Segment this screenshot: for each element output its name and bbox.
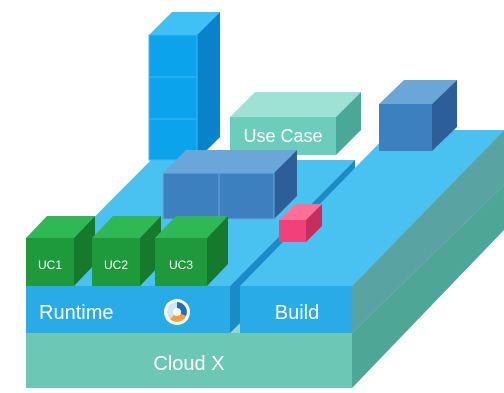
tall-cube-stack <box>148 12 220 161</box>
use-case-right-face <box>336 92 361 155</box>
use-case-box: Use Case <box>230 92 361 155</box>
build-cube-right-face <box>432 80 457 151</box>
build-front-face <box>240 286 352 333</box>
uc1-label: UC1 <box>38 258 62 272</box>
runtime-gauge-icon <box>164 299 190 325</box>
red-cube-right-face <box>306 204 322 242</box>
cube-pair-right <box>218 172 275 220</box>
cloud-x-label: Cloud X <box>153 353 224 375</box>
stack-cube-middle <box>148 76 198 120</box>
red-cube-top-face <box>279 204 322 220</box>
build-layer: Build <box>240 130 504 333</box>
build-right-face <box>352 130 504 333</box>
use-case-front-face <box>230 117 336 155</box>
cube-pair-top-face <box>163 150 297 173</box>
uc2-cube: UC2 <box>92 216 161 286</box>
stack-right-face <box>197 12 220 160</box>
uc1-cube: UC1 <box>26 216 95 286</box>
stack-top-face <box>149 12 220 35</box>
cloud-right-face <box>352 185 504 388</box>
runtime-front-face <box>26 286 230 333</box>
uc2-label: UC2 <box>104 258 128 272</box>
cube-pair-left <box>162 172 220 220</box>
blue-cube-pair <box>162 150 297 220</box>
build-cube <box>379 80 457 151</box>
uc3-cube: UC3 <box>155 216 228 286</box>
uc-cubes: UC1 UC2 UC3 <box>26 216 228 286</box>
stack-cube-top <box>148 34 198 78</box>
uc3-label: UC3 <box>169 258 193 272</box>
cube-pair-right-face <box>274 150 297 219</box>
build-cube-front-face <box>379 104 432 151</box>
use-case-top-face <box>230 92 361 117</box>
red-cube-front-face <box>279 220 306 242</box>
cloud-front-face <box>26 333 352 388</box>
red-cube <box>279 204 322 242</box>
build-cube-top-face <box>379 80 457 104</box>
use-case-label: Use Case <box>243 126 322 146</box>
build-label: Build <box>275 302 319 324</box>
build-top-face <box>240 130 504 286</box>
runtime-label: Runtime <box>39 302 113 324</box>
